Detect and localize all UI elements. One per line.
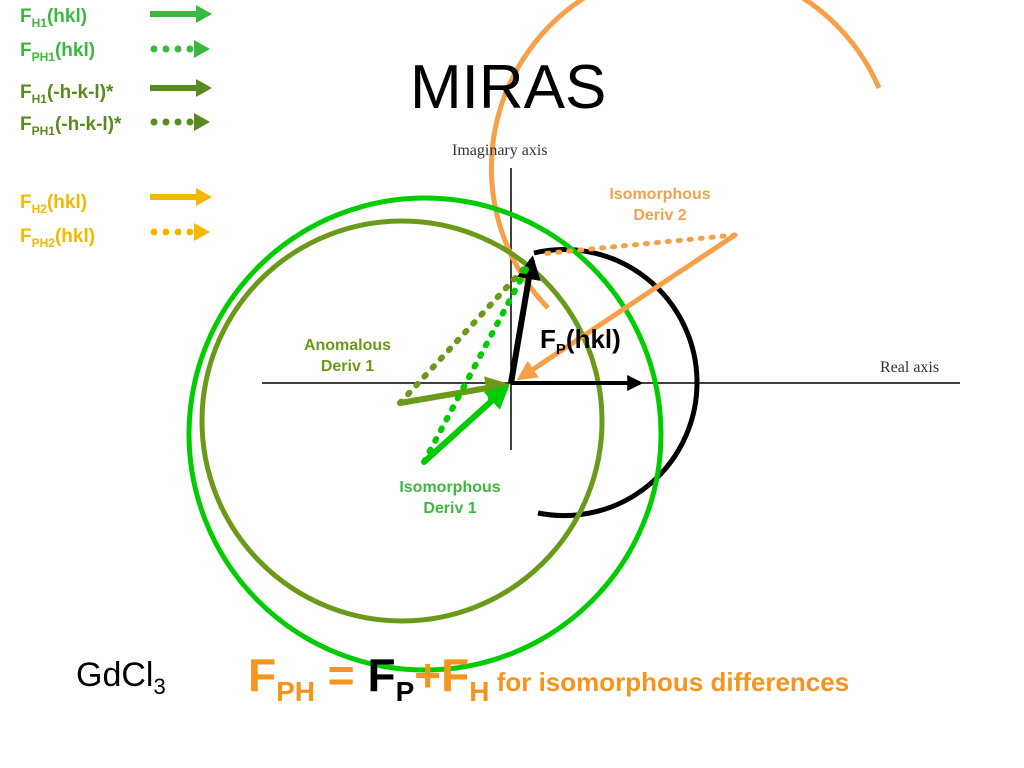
imaginary-axis-label: Imaginary axis [452, 142, 548, 159]
legend-fph1-minus-hkl: FPH1(-h-k-l)* [20, 114, 122, 138]
fh2-arrow [516, 232, 737, 381]
legend-arrow-dotted-yellow [150, 223, 210, 241]
legend-arrow-solid-green [150, 5, 212, 23]
fh1-iso-arrow [421, 384, 510, 465]
fph1-anom-dotted [397, 259, 533, 406]
compound-label: GdCl3 [76, 656, 166, 699]
deriv2-circle [488, 0, 882, 310]
legend-fph1-hkl: FPH1(hkl) [20, 40, 96, 64]
deriv1-anom-circle [199, 218, 605, 624]
legend-arrow-solid-yellow [150, 188, 212, 206]
fp-hkl-label: FP(hkl) [540, 324, 621, 359]
legend-arrow-solid-olive [150, 79, 212, 97]
page-title: MIRAS [410, 53, 607, 122]
real-axis-label: Real axis [880, 359, 940, 376]
fph1-iso-dotted [421, 259, 533, 465]
fp-arrow [508, 255, 541, 384]
deriv1-iso-circle [186, 195, 664, 673]
legend-arrow-dotted-olive [150, 113, 210, 131]
legend-arrow-dotted-green [150, 40, 210, 58]
formula-text: FPH = FP+FH for isomorphous differences [248, 649, 850, 708]
fph2-dotted [537, 232, 738, 257]
fp-circle [533, 247, 700, 519]
legend-fph2-hkl: FPH2(hkl) [20, 226, 96, 250]
legend-fh1-hkl: FH1(hkl) [20, 6, 88, 30]
legend-fh1-minus-hkl: FH1(-h-k-l)* [20, 82, 114, 106]
legend-fh2-hkl: FH2(hkl) [20, 192, 88, 216]
